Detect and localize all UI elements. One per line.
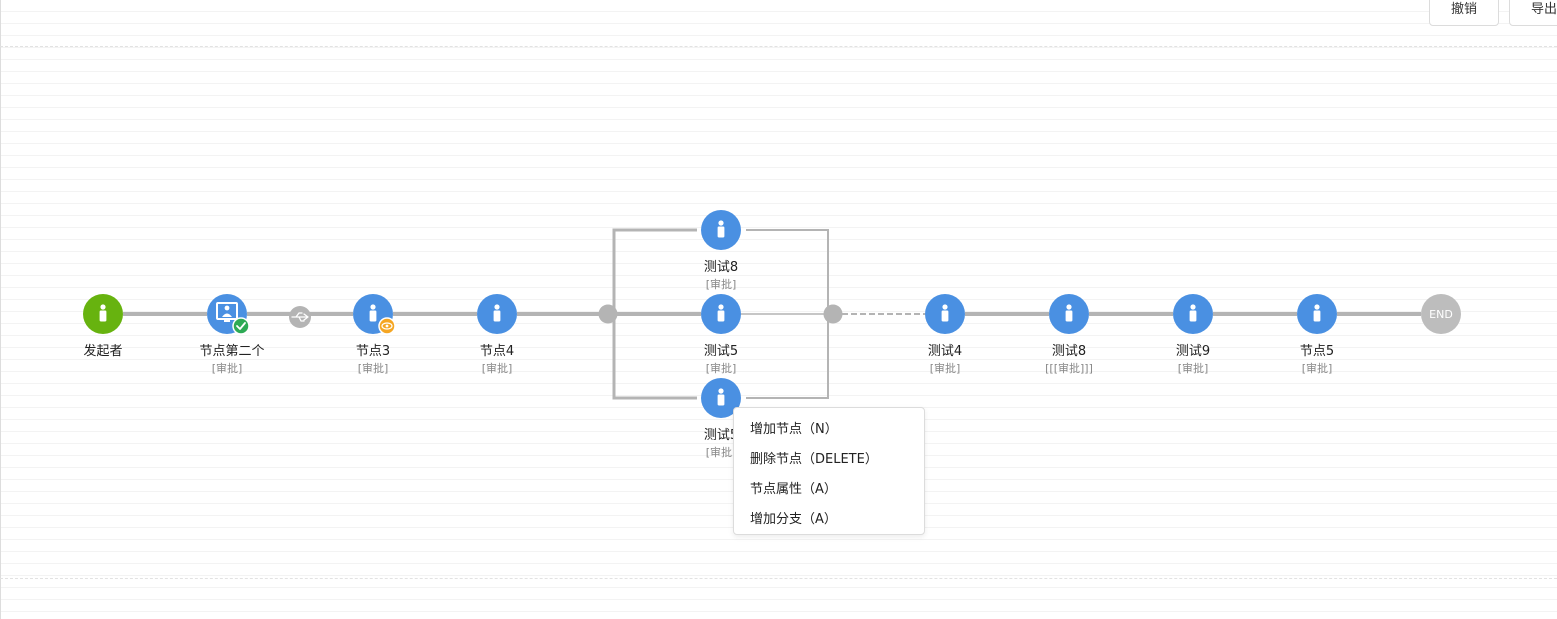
branch-node-ceshi5-bottom[interactable]: 测试5 [审批] [701, 378, 741, 459]
branch-merge-junction[interactable] [823, 304, 843, 324]
user-icon [99, 304, 107, 322]
node-subtitle: [审批] [1302, 361, 1333, 375]
user-icon [1313, 304, 1321, 322]
node-title: 节点5 [1300, 344, 1334, 359]
menu-item-add-node[interactable]: 增加节点（N） [750, 422, 838, 437]
branch-node-ceshi8[interactable]: 测试8 [审批] [701, 210, 741, 291]
canvas-bottom-divider [0, 578, 1557, 579]
branch-split-junction[interactable] [598, 304, 618, 324]
node-subtitle: [审批] [212, 361, 243, 375]
start-node-label: 发起者 [83, 343, 122, 359]
start-node[interactable]: 发起者 [83, 294, 123, 359]
node-title: 测试5 [704, 344, 738, 359]
node-title: 测试5 [704, 428, 738, 443]
node-subtitle: [审批] [1178, 361, 1209, 375]
node-title: 测试8 [704, 260, 738, 275]
usb-connector-icon[interactable] [289, 306, 311, 328]
node-subtitle: [审批] [482, 361, 513, 375]
node-subtitle: [[[审批]]] [1045, 361, 1093, 375]
eye-icon [378, 317, 396, 335]
node-ceshi4[interactable]: 测试4 [审批] [925, 294, 965, 375]
node-title: 节点3 [356, 344, 390, 359]
end-node-circle[interactable] [1421, 294, 1461, 334]
node-title: 节点4 [480, 344, 514, 359]
user-icon [941, 304, 949, 322]
node-subtitle: [审批] [706, 277, 737, 291]
undo-button[interactable]: 撤销 [1429, 0, 1499, 26]
end-node-label: END [1429, 308, 1453, 321]
node-ceshi8[interactable]: 测试8 [[[审批]]] [1045, 294, 1093, 375]
menu-item-node-properties[interactable]: 节点属性（A） [750, 482, 837, 497]
user-icon [717, 304, 725, 322]
user-icon [1189, 304, 1197, 322]
monitor-user-icon [216, 302, 238, 322]
node-subtitle: [审批] [930, 361, 961, 375]
user-icon [493, 304, 501, 322]
branch-node-ceshi5[interactable]: 测试5 [审批] [701, 294, 741, 375]
check-icon [232, 317, 250, 335]
node-jiedian3[interactable]: 节点3 [审批] [353, 294, 396, 375]
node-subtitle: [审批] [706, 361, 737, 375]
left-border [0, 0, 1, 619]
node-jiedian-dierge[interactable]: 节点第二个 [审批] [199, 294, 265, 375]
node-jiedian4[interactable]: 节点4 [审批] [477, 294, 517, 375]
canvas-top-divider [0, 46, 1557, 47]
node-subtitle: [审批] [706, 445, 737, 459]
node-subtitle: [审批] [358, 361, 389, 375]
node-title: 测试8 [1052, 344, 1086, 359]
export-button[interactable]: 导出 [1509, 0, 1557, 26]
node-jiedian5[interactable]: 节点5 [审批] [1297, 294, 1337, 375]
node-title: 节点第二个 [199, 344, 264, 359]
user-icon [717, 388, 725, 406]
user-icon [1065, 304, 1073, 322]
menu-item-delete-node[interactable]: 删除节点（DELETE） [750, 452, 878, 467]
user-icon [717, 220, 725, 238]
node-ceshi9[interactable]: 测试9 [审批] [1173, 294, 1213, 375]
end-node[interactable]: END [1421, 294, 1461, 334]
menu-item-add-branch[interactable]: 增加分支（A） [750, 512, 837, 527]
context-menu: 增加节点（N） 删除节点（DELETE） 节点属性（A） 增加分支（A） [733, 407, 925, 535]
user-icon [369, 304, 377, 322]
node-title: 测试4 [928, 344, 962, 359]
node-title: 测试9 [1176, 344, 1210, 359]
